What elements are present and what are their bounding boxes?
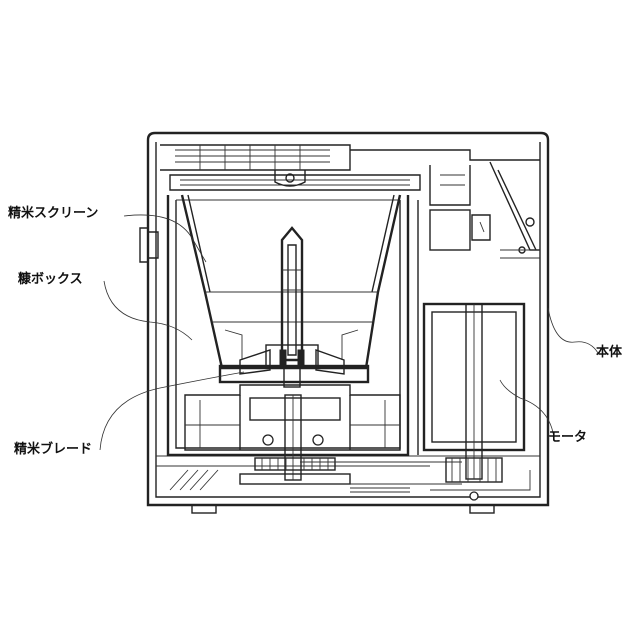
- label-motor: モータ: [548, 430, 587, 446]
- label-polishing-screen: 精米スクリーン: [8, 206, 98, 222]
- label-bran-box: 糠ボックス: [18, 272, 83, 288]
- gear-housing: [185, 385, 400, 484]
- polishing-screen-basket: [182, 195, 400, 382]
- leader-polishing-blade: [100, 372, 244, 450]
- label-polishing-blade: 精米ブレード: [14, 442, 92, 458]
- label-body: 本体: [596, 345, 622, 361]
- motor: [424, 304, 524, 500]
- leader-motor: [500, 380, 554, 438]
- polishing-blade-shaft: [240, 228, 344, 387]
- lid-assembly: [140, 145, 540, 262]
- leader-body: [548, 308, 598, 353]
- drive-belt: [300, 462, 462, 484]
- right-compartment: [418, 200, 540, 455]
